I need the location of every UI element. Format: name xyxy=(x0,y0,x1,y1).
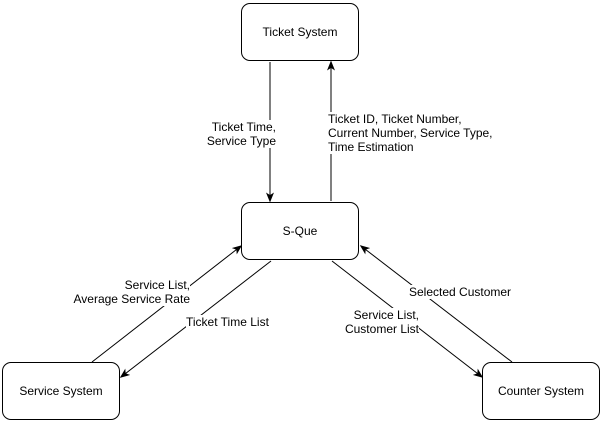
service-system-node: Service System xyxy=(2,362,120,420)
edge-label-line: Current Number, Service Type, xyxy=(328,126,493,140)
edge-label-service-customer: Service List, Customer List xyxy=(339,308,419,336)
edge-label-line: Customer List xyxy=(344,322,419,336)
edge-label-selected-customer: Selected Customer xyxy=(409,285,512,299)
edge-label-line: Ticket Time List xyxy=(186,315,269,329)
edge-counter-to-sque xyxy=(359,245,513,363)
edge-label-line: Service List, xyxy=(353,308,419,322)
edge-label-line: Service List, xyxy=(124,278,190,292)
edge-label-line: Ticket Time, xyxy=(211,120,276,134)
ticket-system-node: Ticket System xyxy=(241,3,359,61)
edge-label-ticket-time-list: Ticket Time List xyxy=(186,315,269,329)
edge-label-line: Time Estimation xyxy=(328,140,414,154)
edge-label-ticket-time: Ticket Time, Service Type xyxy=(198,120,276,148)
edge-label-ticket-id: Ticket ID, Ticket Number, Current Number… xyxy=(328,112,493,154)
counter-system-node: Counter System xyxy=(482,362,600,420)
edge-label-service-list: Service List, Average Service Rate xyxy=(62,278,190,306)
edge-label-line: Selected Customer xyxy=(409,285,512,299)
edge-label-line: Average Service Rate xyxy=(73,292,190,306)
edge-label-line: Service Type xyxy=(206,134,276,148)
s-que-node: S-Que xyxy=(241,202,359,260)
edge-label-line: Ticket ID, Ticket Number, xyxy=(328,112,462,126)
